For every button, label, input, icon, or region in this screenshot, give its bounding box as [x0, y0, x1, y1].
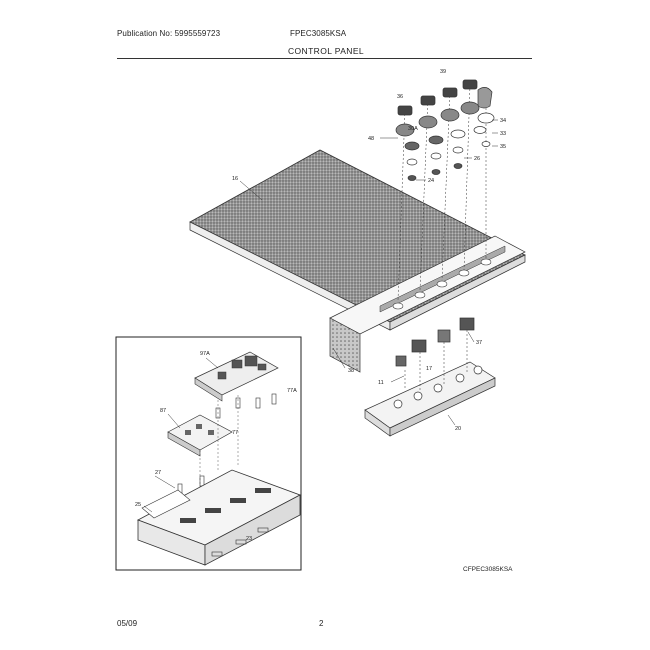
model-number: FPEC3085KSA [290, 29, 347, 38]
diagram-code: CFPEC3085KSA [463, 566, 513, 573]
callout-97a: 97A [200, 351, 210, 357]
callout-37: 37 [476, 340, 482, 346]
callout-labels: 16 38 48 36 39 34 33 35 26 30A 24 20 11 … [135, 69, 506, 542]
callout-20: 20 [455, 426, 461, 432]
control-board [364, 317, 496, 437]
publication-number: Publication No: 5995559723 [117, 29, 221, 38]
callout-26: 26 [474, 156, 480, 162]
glass-panel [189, 149, 526, 331]
callout-17: 17 [426, 366, 432, 372]
callout-27: 27 [155, 470, 161, 476]
callout-39: 39 [440, 69, 446, 75]
callout-77: 77 [232, 430, 238, 436]
callout-77a: 77A [287, 388, 297, 394]
control-panel-frame [329, 235, 526, 373]
callout-34: 34 [500, 118, 506, 124]
header-rule [117, 58, 532, 59]
callout-11: 11 [378, 380, 384, 386]
callout-38: 38 [348, 368, 354, 374]
inset-box [115, 336, 302, 571]
footer-date: 05/09 [117, 619, 138, 628]
callout-25: 25 [135, 502, 141, 508]
callout-24: 24 [428, 178, 434, 184]
callout-87: 87 [160, 408, 166, 414]
callout-33: 33 [500, 131, 506, 137]
callout-36: 36 [397, 94, 403, 100]
callout-23: 23 [246, 536, 252, 542]
callout-16: 16 [232, 176, 238, 182]
callout-48: 48 [368, 136, 374, 142]
callout-30a: 30A [408, 126, 418, 132]
knob-stack [395, 79, 495, 301]
page-number: 2 [319, 619, 324, 628]
leader-lines [143, 119, 498, 513]
callout-35: 35 [500, 144, 506, 150]
page-title: CONTROL PANEL [288, 46, 365, 56]
